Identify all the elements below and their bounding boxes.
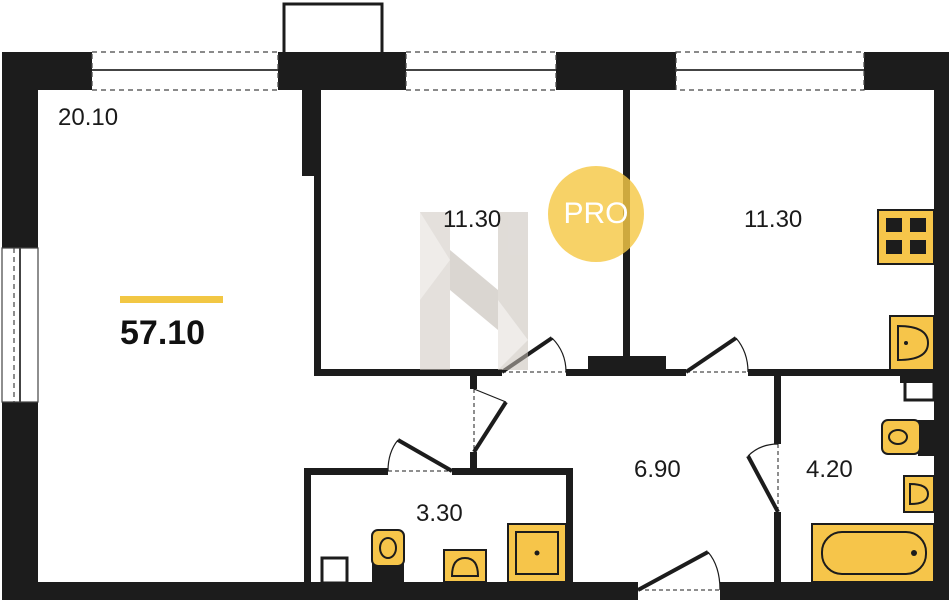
doors (387, 336, 780, 592)
room-area-living: 20.10 (58, 104, 119, 131)
outer-walls (2, 52, 949, 600)
total-area: 57.10 (120, 314, 206, 352)
toilet-icon (881, 419, 934, 456)
windows (1, 2, 865, 403)
room-area-hall: 6.90 (634, 456, 681, 483)
kitchen-sink-icon (889, 315, 935, 371)
shower-tray-icon (507, 523, 567, 583)
room-area-bathroom: 4.20 (806, 456, 853, 483)
logo-watermark (420, 212, 528, 370)
interior-walls (302, 88, 934, 586)
washbasin-icon (903, 475, 935, 513)
room-area-bedroom-1: 11.30 (443, 206, 502, 233)
bathtub-icon (811, 523, 935, 583)
washbasin-icon (443, 549, 487, 583)
toilet-icon (371, 529, 405, 584)
stove-icon (877, 209, 935, 265)
room-area-bedroom-2: 11.30 (744, 206, 803, 233)
pro-badge-label: PRO (563, 197, 629, 230)
pro-badge: PRO (548, 166, 644, 262)
service-shafts (320, 374, 936, 585)
total-area-accent-bar (120, 296, 223, 303)
room-area-wc: 3.30 (416, 500, 463, 527)
